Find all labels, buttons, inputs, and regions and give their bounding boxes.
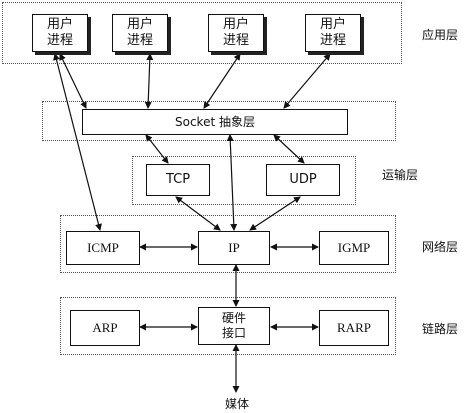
tcp-box: TCP [146,164,210,196]
rarp-label: RARP [337,320,371,335]
user-process-4: 用户 进程 [305,14,361,52]
icmp-label: ICMP [87,240,119,255]
tcp-label: TCP [165,172,191,187]
arrow-proc4-socket [283,53,331,109]
arrow-proc3-socket [203,53,241,109]
app-layer-group [2,2,402,64]
arrow-tcp-ip [175,196,221,231]
arrow-proc1-socket [59,53,87,109]
arp-box: ARP [70,310,140,346]
arp-label: ARP [92,320,118,335]
socket-layer-label: Socket 抽象层 [175,115,255,129]
transport-layer-group [132,156,356,205]
arrow-udp-ip [249,196,301,231]
arrow-proc1-icmp [53,53,102,231]
user-process-1: 用户 进程 [32,14,88,52]
arrow-socket-ip [226,134,238,231]
arrow-proc2-socket [144,53,154,109]
user-process-3: 用户 进程 [208,14,264,52]
rarp-box: RARP [319,310,389,346]
ip-box: IP [198,231,270,265]
hardware-interface-label: 硬件 接口 [221,311,246,340]
user-process-1-label: 用户 进程 [46,17,73,48]
media-label: 媒体 [225,397,250,411]
link-layer-label: 链路层 [422,322,459,336]
udp-box: UDP [266,164,340,196]
transport-layer-label: 运输层 [382,168,419,182]
icmp-box: ICMP [66,231,140,265]
arrow-socket-tcp [145,134,169,164]
igmp-box: IGMP [319,231,389,265]
user-process-3-label: 用户 进程 [222,17,249,48]
user-process-2-label: 用户 进程 [126,17,153,48]
app-layer-label: 应用层 [422,28,459,42]
network-layer-label: 网络层 [422,240,459,254]
link-layer-group [60,297,396,355]
igmp-label: IGMP [337,240,371,255]
user-process-4-label: 用户 进程 [319,17,346,48]
udp-label: UDP [289,172,317,187]
ip-label: IP [228,240,240,255]
arrow-socket-udp [273,134,305,164]
user-process-2: 用户 进程 [112,14,168,52]
socket-layer: Socket 抽象层 [82,109,348,135]
hardware-interface-box: 硬件 接口 [198,307,270,345]
